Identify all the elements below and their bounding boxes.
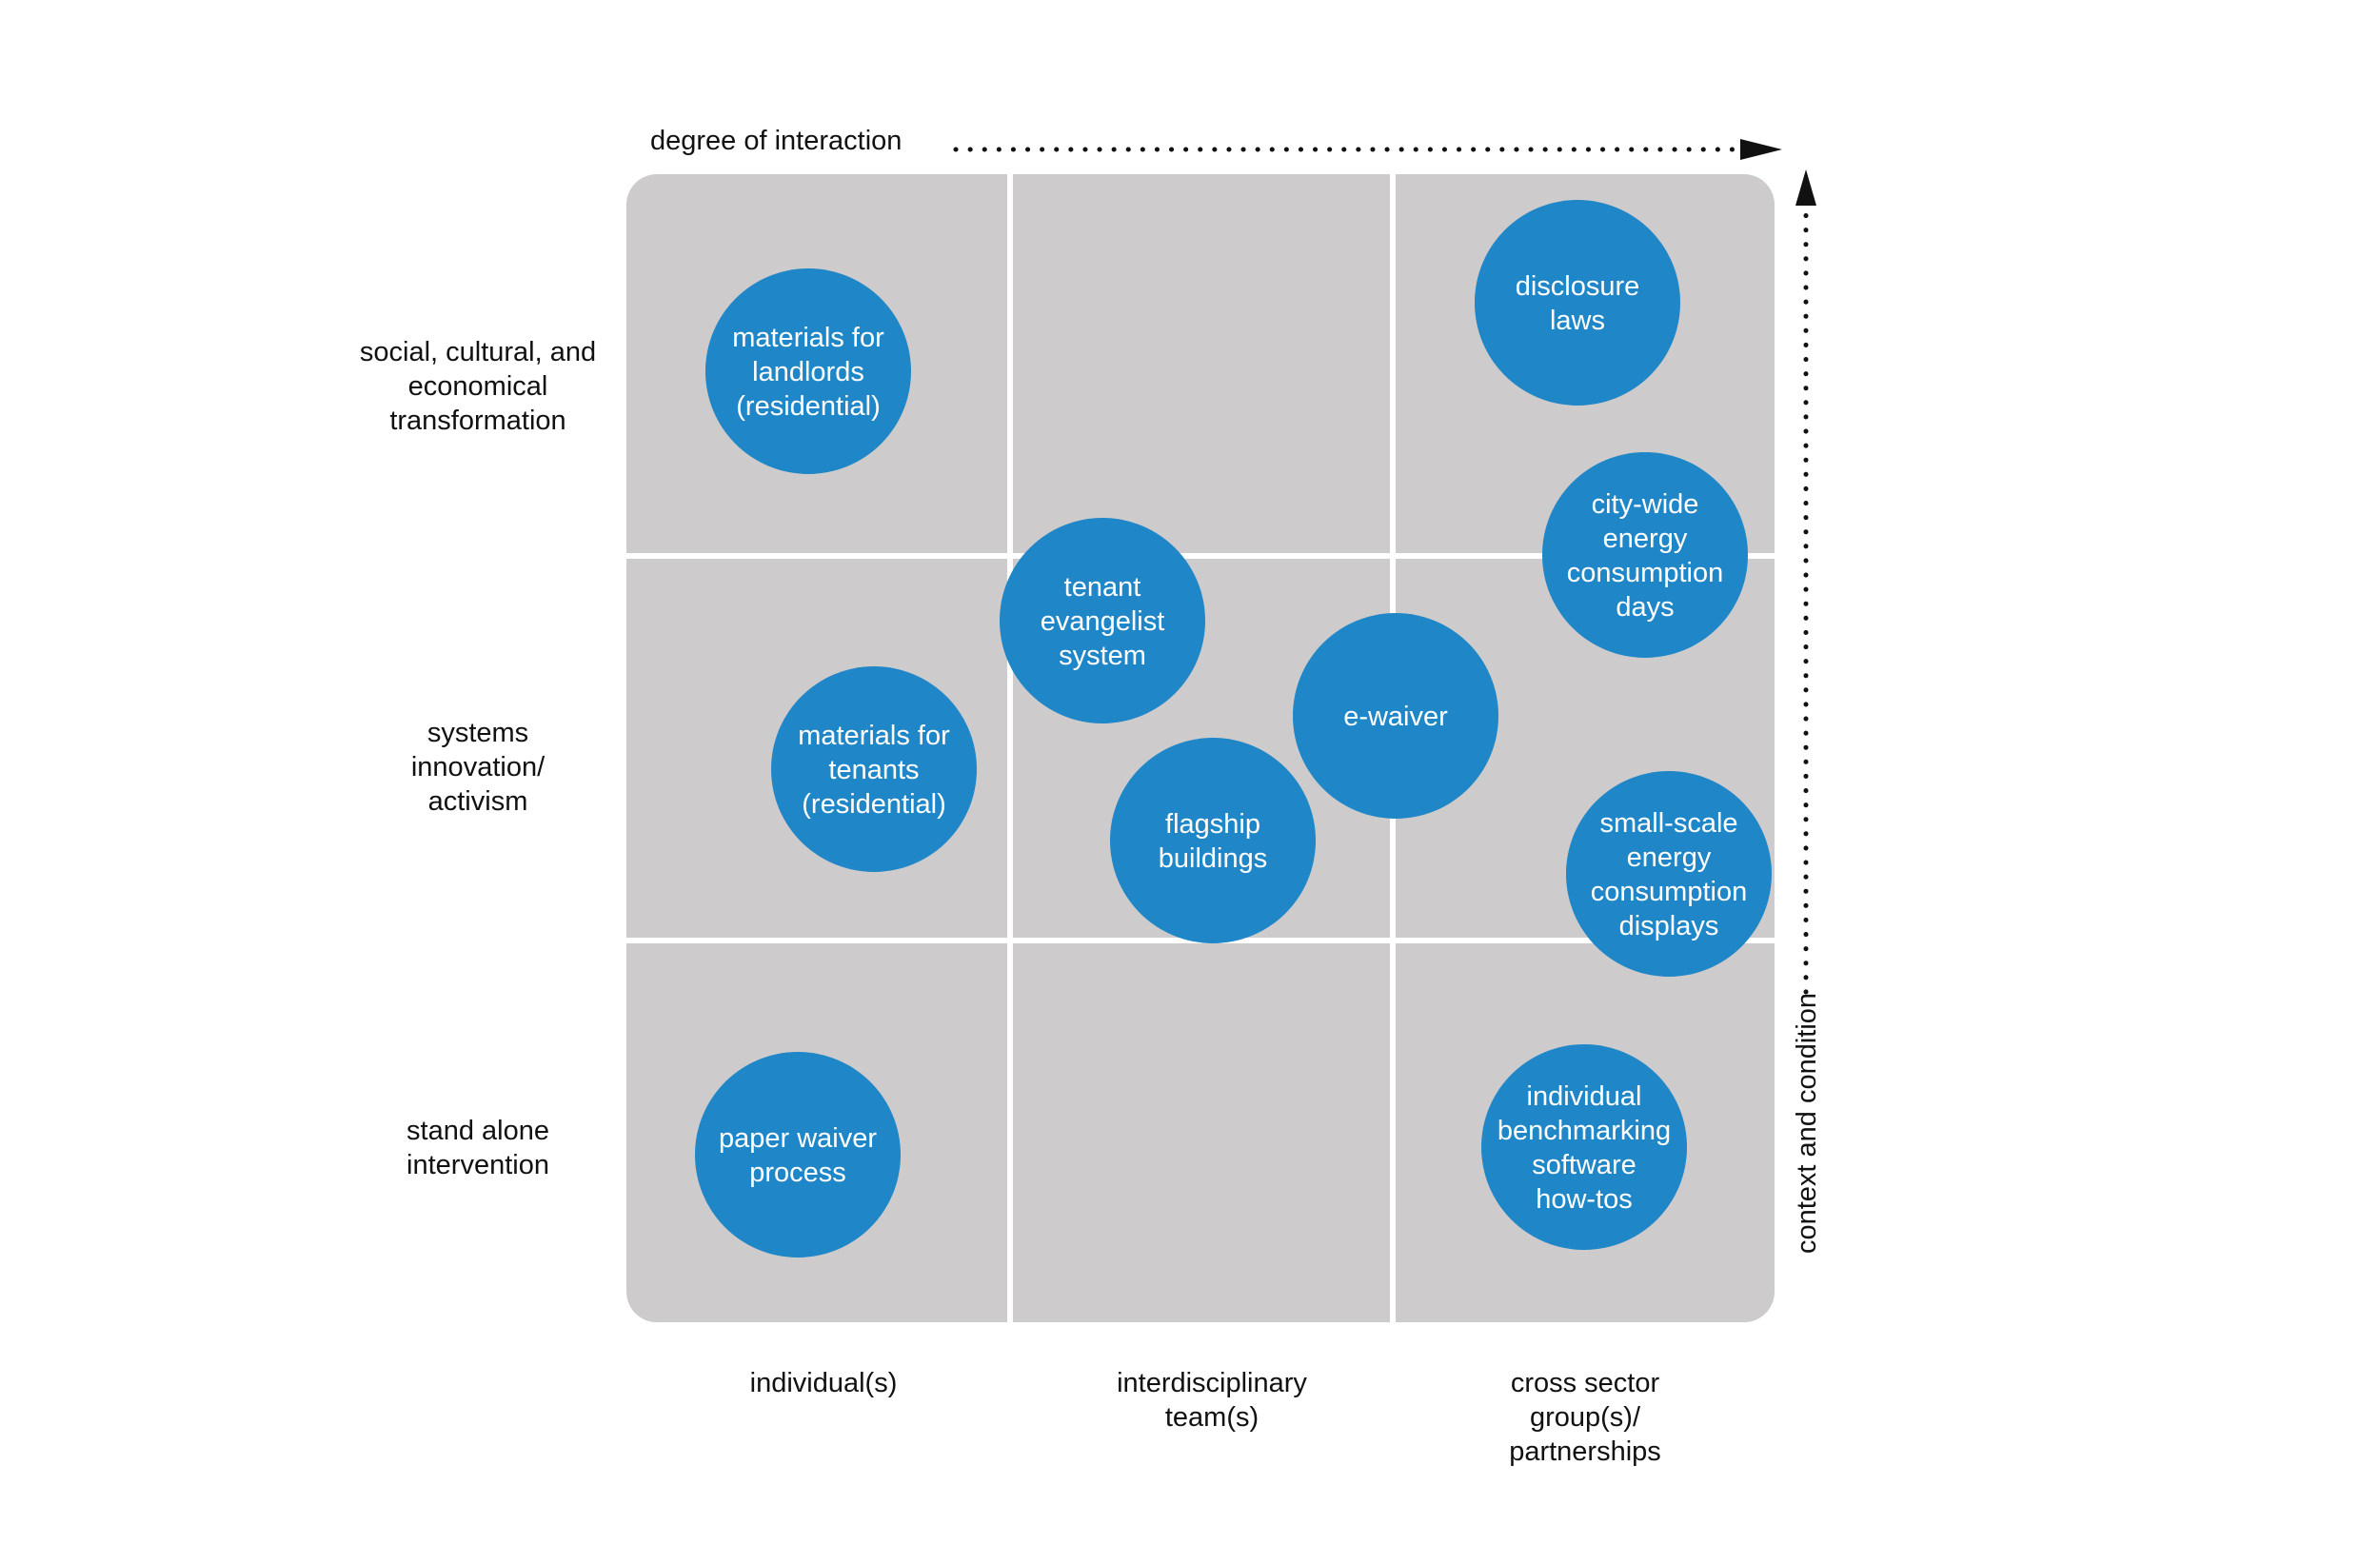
initiative-circle-line: flagship — [1165, 809, 1260, 840]
initiative-circle-line: (residential) — [802, 789, 946, 820]
initiative-circle-line: city-wide — [1592, 489, 1699, 520]
initiative-circle-line: buildings — [1159, 843, 1267, 874]
initiative-circle-text: disclosure laws — [1516, 271, 1640, 336]
initiative-circle-line: paper waiver — [719, 1123, 877, 1154]
row-label-text: stand alone intervention — [407, 1116, 549, 1180]
initiative-circle-text: e-waiver — [1343, 702, 1448, 732]
column-label-text: interdisciplinary team(s) — [1117, 1368, 1307, 1433]
initiative-circle-line: disclosure — [1516, 271, 1640, 302]
initiative-circle-text: individual benchmarking software how-tos — [1497, 1081, 1671, 1215]
row-label-line: activism — [428, 786, 528, 817]
context-and-condition-arrow: context and condition — [1792, 169, 1822, 1254]
initiative-circle-line: (residential) — [736, 391, 881, 422]
initiative-circle-line: laws — [1550, 306, 1605, 336]
initiative-circle-text: materials for landlords (residential) — [732, 323, 884, 422]
row-label-line: intervention — [407, 1150, 549, 1180]
degree-of-interaction-arrow: degree of interaction — [650, 126, 1782, 160]
column-label-3: cross sector group(s)/partnerships — [1509, 1368, 1661, 1467]
initiative-circle-line: individual — [1527, 1081, 1642, 1112]
row-label-line: innovation/ — [411, 752, 545, 782]
row-label-line: social, cultural, and — [360, 337, 596, 367]
initiative-circle-line: process — [749, 1158, 846, 1188]
initiative-circle: paper waiver process — [695, 1052, 901, 1258]
initiative-circle-line: materials for — [798, 721, 950, 751]
column-label-line: team(s) — [1165, 1402, 1259, 1433]
initiative-circle-text: city-wide energy consumption days — [1567, 489, 1723, 623]
initiative-circle-line: consumption — [1591, 877, 1747, 907]
row-label-text: social, cultural, and economical transform… — [360, 337, 596, 436]
initiative-circle-line: benchmarking — [1497, 1116, 1671, 1146]
initiative-circle-shape — [1566, 771, 1772, 977]
y-arrow-head — [1795, 169, 1816, 206]
initiative-circle-line: tenant — [1064, 572, 1141, 603]
row-label-line: transformation — [389, 406, 565, 436]
row-label-3: stand alone intervention — [407, 1116, 549, 1180]
initiative-circle-shape — [695, 1052, 901, 1258]
initiative-circle-line: materials for — [732, 323, 884, 353]
column-label-line: cross sector — [1511, 1368, 1660, 1398]
initiative-circle-line: system — [1059, 641, 1146, 671]
column-label-line: interdisciplinary — [1117, 1368, 1307, 1398]
y-arrow-label: context and condition — [1792, 993, 1822, 1254]
grid-divider-vertical-1 — [1007, 174, 1013, 1322]
column-labels: individual(s) interdisciplinary team(s) cro… — [750, 1368, 1661, 1467]
initiative-circle-line: landlords — [752, 357, 864, 387]
column-label-text: individual(s) — [750, 1368, 898, 1398]
column-label-line: partnerships — [1509, 1436, 1661, 1467]
initiative-circle-shape — [1293, 613, 1498, 819]
initiative-circle-text: materials for tenants (residential) — [798, 721, 950, 820]
initiative-circles: materials for landlords (residential) discl… — [695, 200, 1772, 1258]
initiative-circle-shape — [705, 268, 911, 474]
x-arrow-head — [1740, 139, 1782, 160]
column-label-2: interdisciplinary team(s) — [1117, 1368, 1307, 1433]
initiative-circle-shape — [1481, 1044, 1687, 1250]
initiative-circle-line: consumption — [1567, 558, 1723, 588]
row-label-text: systems innovation/activism — [411, 718, 545, 817]
initiative-circle-line: tenants — [828, 755, 919, 785]
initiative-circle-line: software — [1532, 1150, 1636, 1180]
column-label-line: group(s)/ — [1530, 1402, 1641, 1433]
initiative-circle-line: how-tos — [1536, 1184, 1633, 1215]
initiative-circle-line: energy — [1603, 524, 1688, 554]
initiative-circle-line: displays — [1619, 911, 1719, 941]
initiative-circle-line: e-waiver — [1343, 702, 1448, 732]
row-label-2: systems innovation/activism — [411, 718, 545, 817]
grid-divider-horizontal-1 — [626, 553, 1775, 559]
column-label-text: cross sector group(s)/partnerships — [1509, 1368, 1661, 1467]
row-labels: social, cultural, and economical transform… — [360, 337, 596, 1180]
initiative-circle-line: small-scale — [1599, 808, 1737, 839]
x-arrow-label: degree of interaction — [650, 126, 902, 156]
row-label-1: social, cultural, and economical transform… — [360, 337, 596, 436]
row-label-line: systems — [427, 718, 528, 748]
initiative-circle: materials for tenants (residential) — [771, 666, 977, 872]
initiative-circle-shape — [1542, 452, 1748, 658]
initiative-circle-line: evangelist — [1041, 606, 1165, 637]
row-label-line: stand alone — [407, 1116, 549, 1146]
initiative-circle-text: paper waiver process — [719, 1123, 877, 1188]
initiative-circle-shape — [1000, 518, 1205, 723]
initiative-circle-line: days — [1616, 592, 1674, 623]
initiative-circle: e-waiver — [1293, 613, 1498, 819]
initiative-circle: disclosure laws — [1475, 200, 1680, 406]
column-label-1: individual(s) — [750, 1368, 898, 1398]
initiative-circle-line: energy — [1627, 842, 1712, 873]
initiative-circle-shape — [771, 666, 977, 872]
initiative-circle-shape — [1110, 738, 1316, 943]
initiative-circle: materials for landlords (residential) — [705, 268, 911, 474]
initiative-circle-shape — [1475, 200, 1680, 406]
initiative-circle: individual benchmarking software how-tos — [1481, 1044, 1687, 1250]
initiative-circle: city-wide energy consumption days — [1542, 452, 1748, 658]
row-label-line: economical — [408, 371, 548, 402]
column-label-line: individual(s) — [750, 1368, 898, 1398]
